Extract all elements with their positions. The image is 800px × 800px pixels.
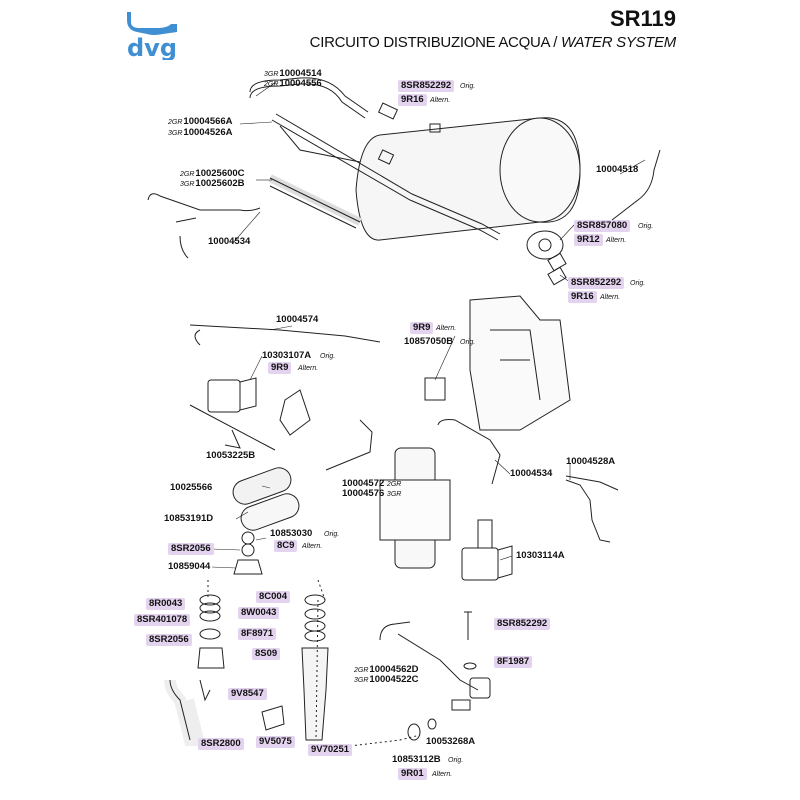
part-label-9R9-b: 9R9 xyxy=(268,362,292,374)
part-label-10025600C: 2GR10025600C xyxy=(180,168,245,179)
part-label-9V5075: 9V5075 xyxy=(256,736,295,748)
part-label-9R9: 9R9 xyxy=(410,322,434,334)
part-label-10053268A: 10053268A xyxy=(426,736,476,747)
part-label-8SR852292: 8SR852292 xyxy=(398,80,455,92)
part-label-8F8971: 8F8971 xyxy=(238,628,277,640)
part-label-10004522C: 3GR10004522C xyxy=(354,674,419,685)
part-note: Orig. xyxy=(320,353,336,360)
part-note: Orig. xyxy=(324,531,340,538)
part-note: Altern. xyxy=(302,543,323,550)
part-label-10004556: 2GR10004556 xyxy=(264,78,322,89)
page-title: CIRCUITO DISTRIBUZIONE ACQUA / WATER SYS… xyxy=(309,34,677,51)
part-label-8SR852292-b: 8SR852292 xyxy=(568,277,625,289)
brand-name: dvg xyxy=(127,34,177,60)
part-label-10004576: 10004576 3GR xyxy=(342,488,402,499)
part-note: Altern. xyxy=(298,365,319,372)
part-label-10053225B: 10053225B xyxy=(206,450,256,461)
part-label-10303107A: 10303107A xyxy=(262,350,312,361)
part-label-10859044: 10859044 xyxy=(168,561,211,572)
part-note: Altern. xyxy=(436,325,457,332)
dvg-logo: dvg xyxy=(123,8,185,65)
part-label-8SR2800: 8SR2800 xyxy=(198,738,244,750)
part-label-10004572: 10004572 2GR xyxy=(342,478,402,489)
part-label-10004574: 10004574 xyxy=(276,314,319,325)
part-label-10004566A: 2GR10004566A xyxy=(168,116,233,127)
part-label-8S09: 8S09 xyxy=(252,648,281,660)
part-label-10004562D: 2GR10004562D xyxy=(354,664,419,675)
part-label-9R16-b: 9R16 xyxy=(568,291,597,303)
part-label-8SR852292-c: 8SR852292 xyxy=(494,618,551,630)
part-label-8SR2056-b: 8SR2056 xyxy=(146,634,192,646)
part-label-8SR857080: 8SR857080 xyxy=(574,220,631,232)
part-label-10004534: 10004534 xyxy=(208,236,251,247)
part-label-8C9: 8C9 xyxy=(274,540,298,552)
part-label-10303114A: 10303114A xyxy=(516,550,565,561)
part-label-9V70251: 9V70251 xyxy=(308,744,353,756)
part-note: Orig. xyxy=(638,223,654,230)
model-code: SR119 xyxy=(609,6,676,31)
part-note: Altern. xyxy=(432,771,453,778)
part-label-8R0043: 8R0043 xyxy=(146,598,186,610)
part-label-10853030: 10853030 xyxy=(270,528,313,539)
part-label-10004514: 3GR10004514 xyxy=(264,68,322,79)
part-label-10004526A: 3GR10004526A xyxy=(168,127,233,138)
part-label-10025602B: 3GR10025602B xyxy=(180,178,245,189)
part-label-8C004: 8C004 xyxy=(256,591,290,603)
part-label-10004534-b: 10004534 xyxy=(510,468,553,479)
part-label-10853112B: 10853112B xyxy=(392,754,441,765)
part-note: Altern. xyxy=(430,97,451,104)
part-label-10004528A: 10004528A xyxy=(566,456,616,467)
part-note: Orig. xyxy=(460,83,476,90)
part-note: Altern. xyxy=(600,294,621,301)
part-note: Altern. xyxy=(606,237,627,244)
part-label-8SR2056: 8SR2056 xyxy=(168,543,214,555)
part-label-9R12: 9R12 xyxy=(574,234,603,246)
part-label-10004518: 10004518 xyxy=(596,164,639,175)
part-note: Orig. xyxy=(448,757,464,764)
part-label-10857050B: 10857050B xyxy=(404,336,454,347)
pipe-10004514 xyxy=(249,77,369,113)
part-note: Orig. xyxy=(460,339,476,346)
part-label-8F1987: 8F1987 xyxy=(494,656,533,668)
part-label-9R16: 9R16 xyxy=(398,94,427,106)
part-note: Orig. xyxy=(630,280,646,287)
part-label-10025566: 10025566 xyxy=(170,482,213,493)
boiler xyxy=(355,117,581,260)
part-label-8SR401078: 8SR401078 xyxy=(134,614,191,626)
part-label-8W0043: 8W0043 xyxy=(238,607,280,619)
part-label-9V8547: 9V8547 xyxy=(228,688,267,700)
part-label-10853191D: 10853191D xyxy=(164,513,214,524)
part-label-9R01: 9R01 xyxy=(398,768,427,780)
